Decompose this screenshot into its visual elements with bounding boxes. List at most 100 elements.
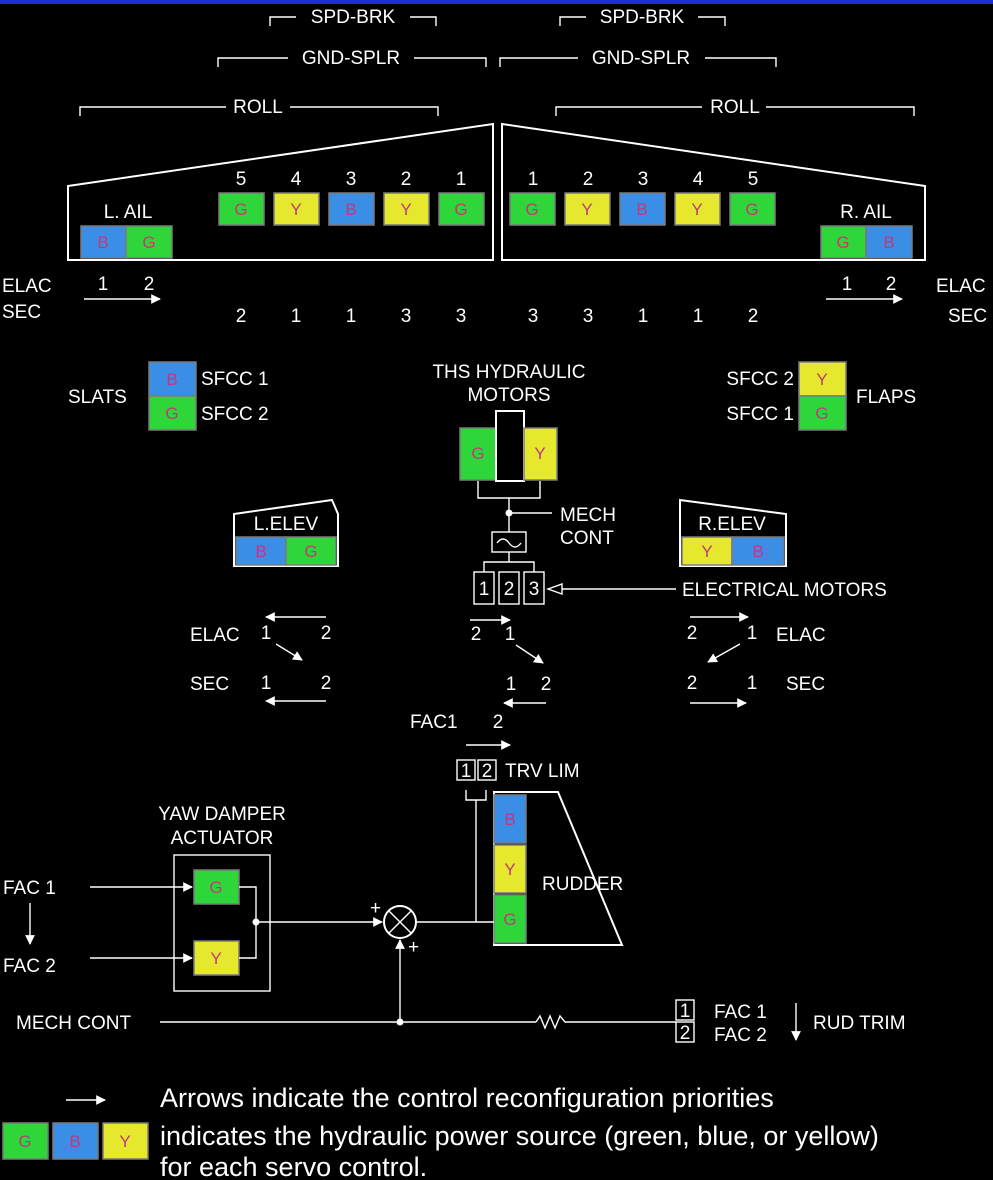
r-elev-outline <box>679 498 787 567</box>
legend-box-g: G <box>2 1122 49 1160</box>
ths-hydraulic-motor-boxes: G Y <box>459 410 558 482</box>
spd-brk-label-left: SPD-BRK <box>311 7 396 28</box>
yaw-damper-title-line2: ACTUATOR <box>171 828 274 849</box>
r-ail-elac-number-1: 1 <box>842 274 853 295</box>
svg-text:B: B <box>504 810 515 829</box>
gnd-splr-bracket-right: GND-SPLR <box>499 48 777 69</box>
flaps-sfcc-2: SFCC 2 <box>726 369 794 390</box>
rud-trim-number-1: 1 <box>680 1001 691 1022</box>
r-elev-boxes: Y B <box>681 536 785 566</box>
mech-cont-bottom-label: MECH CONT <box>16 1013 131 1034</box>
svg-text:G: G <box>503 910 516 929</box>
svg-text:1: 1 <box>346 306 357 327</box>
l-elev-sec-label: SEC <box>190 674 229 695</box>
ths-box-g: G <box>459 427 497 481</box>
rudder-box-g: G <box>493 894 527 944</box>
summing-plus-top: + <box>370 898 381 919</box>
ths-title-line2: MOTORS <box>467 385 550 406</box>
trv-lim-label: TRV LIM <box>505 761 580 782</box>
l-elev-label: L.ELEV <box>254 514 319 535</box>
svg-text:Y: Y <box>400 200 411 219</box>
roll-bracket-right: ROLL <box>555 97 915 118</box>
l-elev-sec-number-1: 1 <box>261 673 272 694</box>
roll-bracket-left: ROLL <box>79 97 439 118</box>
ths-elac-number-1: 1 <box>505 624 516 645</box>
svg-text:B: B <box>636 200 647 219</box>
ths-box-y: Y <box>523 427 558 481</box>
yaw-damper-actuator-box <box>173 854 271 992</box>
svg-text:1: 1 <box>638 306 649 327</box>
l-elev-elac-to-sec-arrow <box>275 643 303 661</box>
rudder-boxes: B Y G <box>493 794 527 944</box>
r-ail-box-2: B <box>865 225 913 259</box>
spd-brk-label-right: SPD-BRK <box>600 7 685 28</box>
svg-text:Y: Y <box>816 370 827 389</box>
left-spoiler-boxes: G Y B Y G <box>218 192 485 226</box>
l-ail-elac-number-2: 2 <box>144 274 155 295</box>
svg-text:B: B <box>97 233 108 252</box>
gnd-splr-bracket-left: GND-SPLR <box>217 48 487 69</box>
yaw-damper-boxes: G Y <box>193 869 240 976</box>
l-spoiler-box-4: Y <box>273 192 320 226</box>
r-spoiler-number-4: 4 <box>693 169 704 190</box>
l-spoiler-box-5: G <box>218 192 265 226</box>
svg-text:B: B <box>345 200 356 219</box>
svg-text:3: 3 <box>583 306 594 327</box>
r-elev-sec-label: SEC <box>786 674 825 695</box>
top-border-bar <box>0 0 993 4</box>
svg-text:2: 2 <box>236 306 247 327</box>
rud-trim-spring-icon <box>535 1014 676 1030</box>
l-elev-box-1: B <box>235 536 287 566</box>
flaps-box-2: G <box>798 395 847 431</box>
summing-plus-bottom: + <box>408 937 419 958</box>
svg-text:G: G <box>165 404 178 423</box>
ths-elac-to-sec-arrow <box>515 644 544 664</box>
slats-label: SLATS <box>68 387 127 408</box>
l-spoiler-number-5: 5 <box>236 169 247 190</box>
ths-sec-number-1: 1 <box>506 674 517 695</box>
ths-title-line1: THS HYDRAULIC <box>432 362 585 383</box>
l-elev-sec-number-2: 2 <box>321 673 332 694</box>
legend-box-y: Y <box>102 1122 149 1160</box>
r-elev-elac-number-1: 1 <box>747 623 758 644</box>
r-elev-box-1: Y <box>681 536 733 566</box>
r-spoiler-box-3: B <box>619 192 666 226</box>
l-elev-boxes: B G <box>235 536 337 566</box>
r-spoiler-number-5: 5 <box>748 169 759 190</box>
legend-line-3: for each servo control. <box>160 1152 427 1180</box>
gnd-splr-label-right: GND-SPLR <box>592 48 690 69</box>
l-ail-box-2: G <box>125 225 173 259</box>
r-spoiler-box-2: Y <box>564 192 611 226</box>
elac-label-left: ELAC <box>2 276 52 297</box>
roll-label-left: ROLL <box>233 97 283 118</box>
r-ail-box-1: G <box>820 225 867 259</box>
svg-text:B: B <box>883 233 894 252</box>
svg-text:G: G <box>815 404 828 423</box>
r-spoiler-box-1: G <box>509 192 556 226</box>
flaps-label: FLAPS <box>856 387 916 408</box>
svg-text:B: B <box>166 370 177 389</box>
svg-text:G: G <box>142 233 155 252</box>
l-spoiler-number-1: 1 <box>456 169 467 190</box>
svg-text:3: 3 <box>456 306 467 327</box>
svg-text:G: G <box>234 200 247 219</box>
r-elev-elac-number-2: 2 <box>687 623 698 644</box>
left-wing-outline <box>67 122 494 261</box>
spd-brk-bracket-right: SPD-BRK <box>559 7 726 28</box>
rud-trim-boxes: 1 2 <box>675 999 695 1044</box>
l-ail-elac-number-1: 1 <box>98 274 109 295</box>
roll-label-right: ROLL <box>710 97 760 118</box>
svg-text:B: B <box>752 542 763 561</box>
trv-lim-fac1-label: FAC1 <box>410 712 458 733</box>
svg-text:G: G <box>836 233 849 252</box>
l-elev-box-2: G <box>285 536 337 566</box>
yaw-damper-box-g: G <box>193 869 240 905</box>
ths-mech-cont-line2: CONT <box>560 528 614 549</box>
spd-brk-bracket-left: SPD-BRK <box>269 7 437 28</box>
r-elev-elac-to-sec-arrow <box>707 643 741 663</box>
summing-junction-icon <box>383 905 417 939</box>
elac-label-right: ELAC <box>936 276 986 297</box>
svg-text:G: G <box>745 200 758 219</box>
svg-text:3: 3 <box>401 306 412 327</box>
